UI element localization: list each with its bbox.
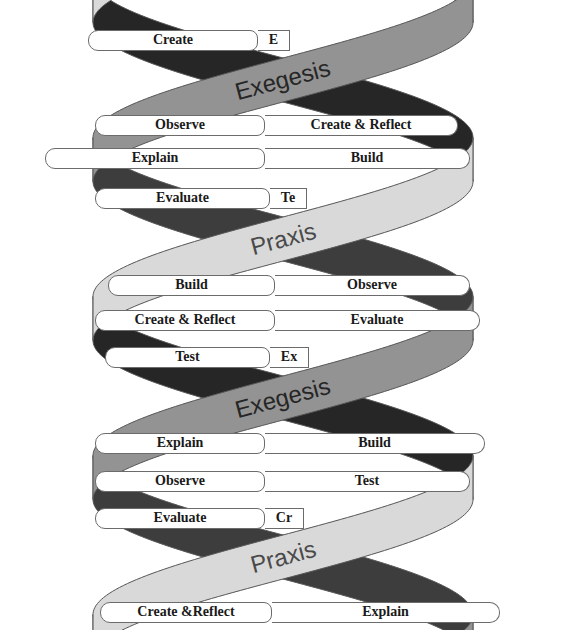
rung-label: Observe <box>347 277 397 293</box>
rung-half-box: Evaluate <box>95 188 270 209</box>
rung-half-box: Build <box>265 148 470 169</box>
rung-half-box: Evaluate <box>275 310 480 331</box>
rung-label: Explain <box>157 435 204 451</box>
rung-label: Build <box>351 150 384 166</box>
helix-ribbon <box>93 0 473 182</box>
rung-half-box: Create <box>88 30 258 51</box>
rung-half-box: Build <box>265 433 485 454</box>
rung-label: Explain <box>362 604 409 620</box>
rung-label: Evaluate <box>156 190 209 206</box>
rung-label: Explain <box>132 150 179 166</box>
rung-label: Observe <box>155 473 205 489</box>
rung-label: Create <box>153 32 193 48</box>
rung-label: Evaluate <box>351 312 404 328</box>
rung-label: Create & Reflect <box>311 117 412 133</box>
rung-label: Test <box>355 473 379 489</box>
rung-half-box: Explain <box>95 433 265 454</box>
helix-ribbon <box>93 0 473 182</box>
rung-label: E <box>269 32 278 48</box>
rung-half-box: Test <box>265 471 470 492</box>
rung-half-box: Ex <box>270 347 309 368</box>
rung-half-box: Te <box>270 188 307 209</box>
rung-half-box: Test <box>105 347 270 368</box>
rung-half-box: Explain <box>45 148 265 169</box>
rung-half-box: Observe <box>275 275 470 296</box>
rung-label: Cr <box>276 510 292 526</box>
rung-label: Create &Reflect <box>137 604 234 620</box>
rung-label: Te <box>281 190 295 206</box>
rung-label: Build <box>175 277 208 293</box>
rung-label: Ex <box>281 349 297 365</box>
rung-half-box: Explain <box>272 602 500 623</box>
rung-label: Build <box>358 435 391 451</box>
rung-half-box: Create &Reflect <box>100 602 272 623</box>
rung-half-box: Observe <box>95 115 265 136</box>
rung-label: Create & Reflect <box>135 312 236 328</box>
rung-half-box: Create & Reflect <box>265 115 458 136</box>
rung-half-box: Create & Reflect <box>95 310 275 331</box>
rung-label: Observe <box>155 117 205 133</box>
rung-label: Test <box>175 349 199 365</box>
rung-half-box: Build <box>108 275 275 296</box>
rung-half-box: Evaluate <box>95 508 265 529</box>
rung-half-box: Observe <box>95 471 265 492</box>
rung-half-box: Cr <box>265 508 304 529</box>
rung-half-box: E <box>258 30 290 51</box>
rung-label: Evaluate <box>154 510 207 526</box>
